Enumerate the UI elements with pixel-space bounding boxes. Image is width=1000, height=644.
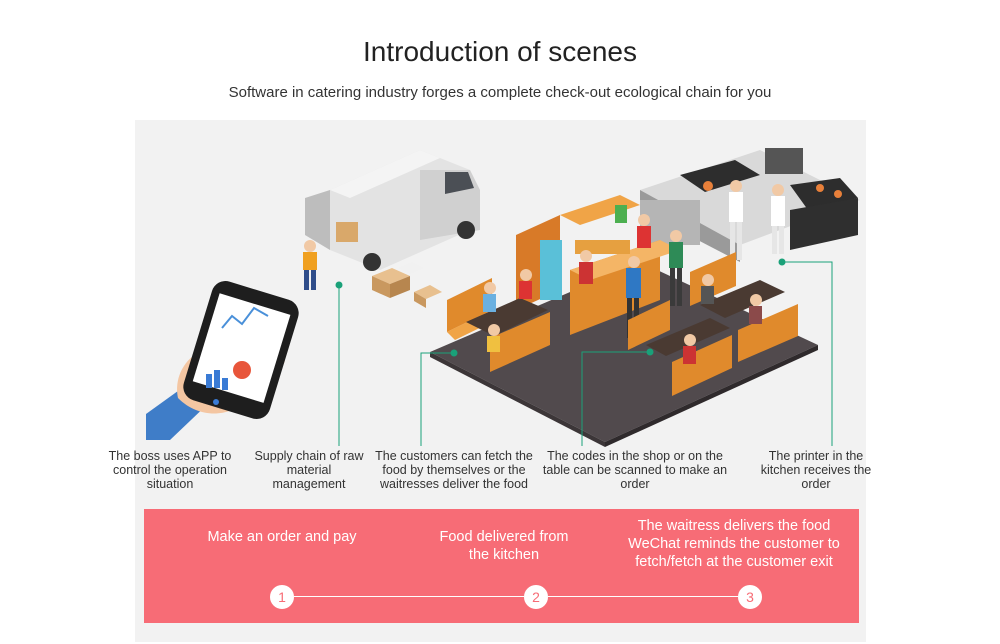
caption-supply-chain: Supply chain of raw material management <box>254 449 364 491</box>
kitchen-area <box>640 148 860 262</box>
leader-dots <box>335 258 786 357</box>
delivery-van-icon <box>305 150 480 271</box>
cardboard-boxes-icon <box>372 262 442 308</box>
oven-icon <box>765 148 803 174</box>
caption-boss-app: The boss uses APP to control the operati… <box>108 449 232 491</box>
delivery-worker-icon <box>303 240 317 290</box>
customer-icon <box>483 269 762 364</box>
step-connector <box>294 596 524 597</box>
leader-lines <box>338 261 833 446</box>
chef-icon <box>729 180 785 260</box>
caption-kitchen-printer: The printer in the kitchen receives the … <box>760 449 872 491</box>
page-subtitle: Software in catering industry forges a c… <box>228 84 772 101</box>
step-1-marker: 1 <box>270 585 294 609</box>
page-title: Introduction of scenes <box>363 36 637 67</box>
caption-scan-codes: The codes in the shop or on the table ca… <box>542 449 728 491</box>
caption-customers-fetch: The customers can fetch the food by them… <box>375 449 533 491</box>
step-2-label: Food delivered from the kitchen <box>439 529 569 563</box>
step-1-label: Make an order and pay <box>207 529 357 545</box>
phone-app-icon <box>146 281 299 440</box>
booth-seating <box>447 252 798 396</box>
step-2-marker: 2 <box>524 585 548 609</box>
step-3-label: The waitress delivers the food WeChat re… <box>628 518 840 570</box>
step-3-marker: 3 <box>738 585 762 609</box>
step-connector <box>548 596 738 597</box>
